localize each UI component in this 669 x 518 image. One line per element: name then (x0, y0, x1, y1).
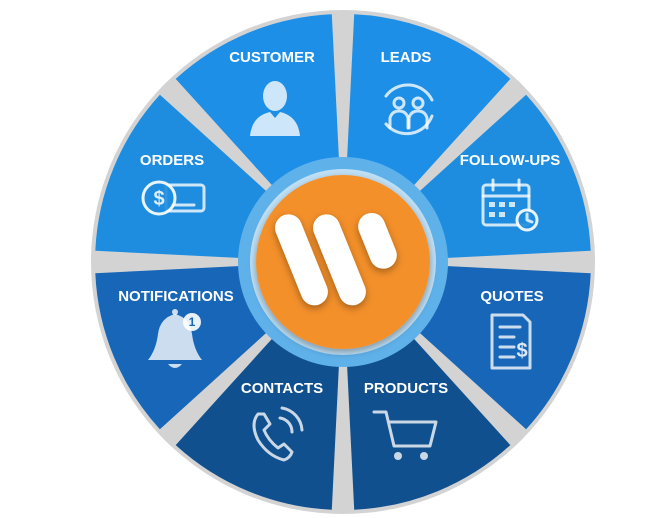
label-customer: CUSTOMER (229, 49, 315, 66)
svg-text:$: $ (153, 188, 164, 210)
segment-customer[interactable] (175, 14, 340, 189)
segment-leads[interactable] (346, 14, 511, 189)
label-follow-ups: FOLLOW-UPS (460, 152, 561, 169)
shopping-cart-icon (372, 410, 438, 460)
svg-text:$: $ (516, 340, 527, 362)
quote-document-dollar-icon: $ (490, 313, 532, 370)
hub-logo-icon (275, 212, 397, 306)
bell-notification-icon: 1 (148, 309, 202, 368)
label-contacts: CONTACTS (241, 380, 323, 397)
label-products: PRODUCTS (364, 380, 448, 397)
segment-follow-ups[interactable] (416, 94, 591, 259)
phone-call-icon (252, 406, 304, 462)
customer-person-icon (250, 81, 300, 136)
label-leads: LEADS (381, 49, 432, 66)
label-orders: ORDERS (140, 152, 204, 169)
leads-group-refresh-icon (384, 83, 434, 136)
segment-contacts[interactable] (175, 335, 340, 510)
notification-badge: 1 (189, 315, 196, 329)
segment-orders[interactable] (95, 94, 270, 259)
label-quotes: QUOTES (480, 288, 543, 305)
label-notifications: NOTIFICATIONS (118, 288, 234, 305)
calendar-clock-icon (481, 178, 539, 232)
money-card-icon: $ (141, 180, 206, 216)
